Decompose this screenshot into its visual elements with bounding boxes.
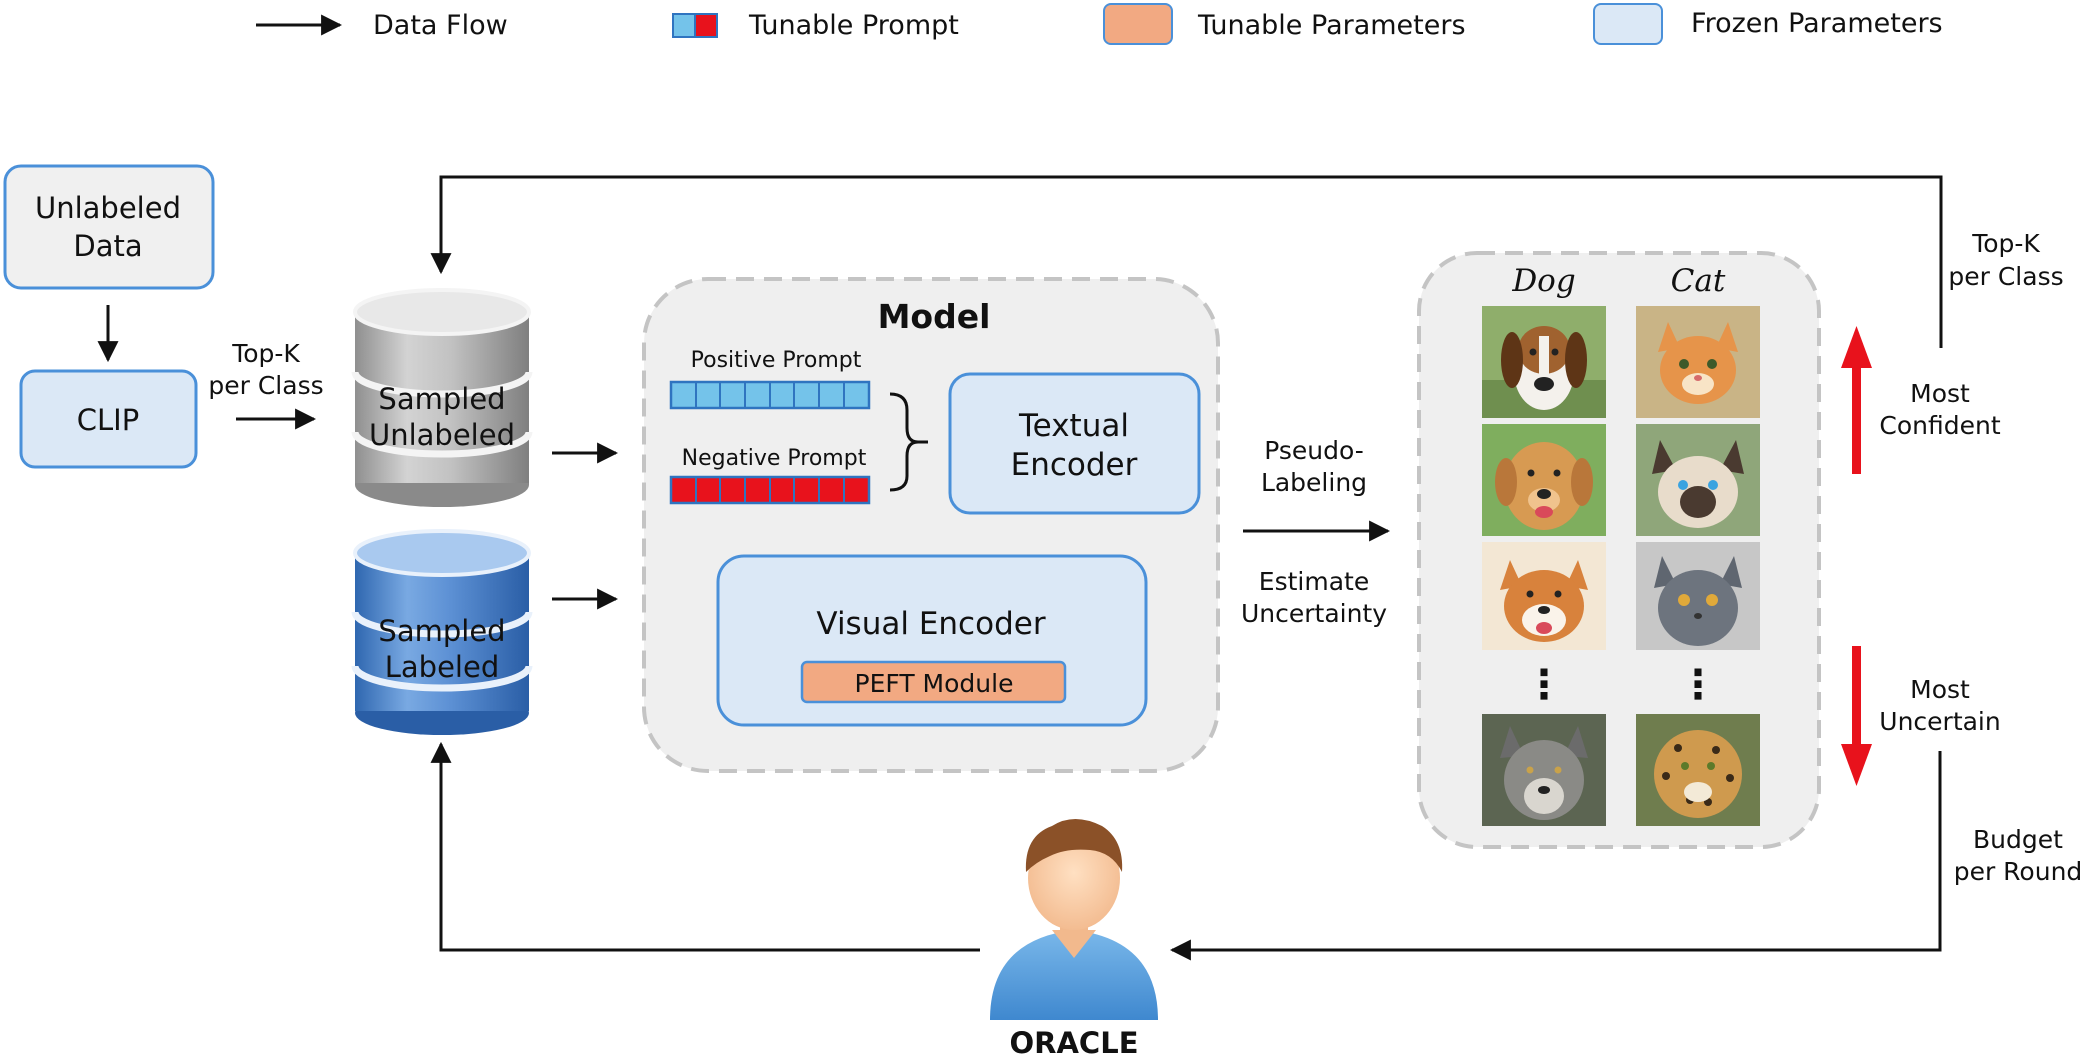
cat-image-siamese — [1636, 424, 1760, 536]
cat-image-leopard — [1636, 714, 1760, 826]
model-title: Model — [878, 297, 991, 336]
legend: Data Flow Tunable Prompt Tunable Paramet… — [256, 3, 1943, 45]
most-uncertain-label-line1: Most — [1910, 675, 1970, 704]
dog-column-header: Dog — [1511, 263, 1575, 299]
textual-encoder-label-line1: Textual — [1018, 408, 1129, 444]
clip-label: CLIP — [77, 403, 139, 437]
negative-prompt-bar — [669, 475, 871, 505]
arrow-uncertain-to-oracle — [1169, 751, 1942, 961]
budget-label-line2: per Round — [1954, 857, 2083, 886]
positive-prompt-label: Positive Prompt — [691, 348, 862, 373]
estimate-uncertainty-label-line2: Uncertainty — [1241, 599, 1387, 628]
legend-tunable-parameters-label: Tunable Parameters — [1197, 10, 1466, 41]
textual-encoder-label-line2: Encoder — [1011, 447, 1138, 483]
peft-module-box — [800, 660, 1067, 704]
sampled-unlabeled-label-line1: Sampled — [378, 382, 505, 416]
textual-encoder-box — [948, 372, 1201, 515]
dog-image-golden-retriever — [1482, 424, 1606, 536]
pseudo-labeling-label-line1: Pseudo- — [1264, 436, 1364, 465]
negative-prompt-label: Negative Prompt — [682, 446, 867, 471]
most-uncertain-label-line2: Uncertain — [1879, 707, 2000, 736]
arrow-topk-loop-to-unlabeled-db — [430, 175, 1943, 348]
left-topk-label-line1: Top-K — [231, 339, 300, 368]
estimate-uncertainty-label-line1: Estimate — [1259, 567, 1369, 596]
right-topk-label-line2: per Class — [1948, 262, 2063, 291]
budget-label-line1: Budget — [1973, 825, 2063, 854]
dog-image-shiba — [1482, 542, 1606, 650]
most-confident-label-line2: Confident — [1879, 411, 2000, 440]
dog-column-ellipsis: ⋮ — [1524, 662, 1564, 708]
oracle-person-icon — [990, 819, 1158, 1020]
left-topk-label-line2: per Class — [208, 371, 323, 400]
legend-frozen-parameters-label: Frozen Parameters — [1691, 8, 1943, 39]
visual-encoder-label: Visual Encoder — [816, 606, 1045, 642]
most-uncertain-arrow-icon — [1841, 646, 1872, 786]
dog-image-beagle — [1482, 306, 1606, 418]
sampled-labeled-label-line2: Labeled — [385, 650, 500, 684]
legend-data-flow-label: Data Flow — [373, 10, 508, 41]
legend-tunable-prompt-label: Tunable Prompt — [748, 10, 959, 41]
sampled-labeled-database-icon — [351, 529, 533, 735]
unlabeled-data-box — [3, 164, 215, 290]
arrow-oracle-to-labeled-db — [430, 741, 980, 952]
right-topk-label-line1: Top-K — [1971, 229, 2040, 258]
pseudo-labeling-label-line2: Labeling — [1261, 468, 1367, 497]
sampled-labeled-label-line1: Sampled — [378, 614, 505, 648]
peft-module-label: PEFT Module — [855, 669, 1014, 698]
most-confident-arrow-icon — [1841, 326, 1872, 474]
most-confident-label-line1: Most — [1910, 379, 1970, 408]
legend-tunable-parameters-swatch — [1103, 3, 1173, 45]
unlabeled-data-label-line1: Unlabeled — [35, 191, 181, 225]
sampled-unlabeled-database-icon — [351, 288, 533, 507]
dog-image-wolf — [1482, 714, 1606, 826]
positive-prompt-bar — [669, 380, 871, 410]
cat-column-ellipsis: ⋮ — [1678, 662, 1718, 708]
cat-image-orange-kitten — [1636, 306, 1760, 418]
legend-frozen-parameters-swatch — [1593, 3, 1663, 45]
sampled-unlabeled-label-line2: Unlabeled — [369, 418, 515, 452]
legend-tunable-prompt-icon — [672, 13, 718, 38]
unlabeled-data-label-line2: Data — [73, 229, 142, 263]
prompt-brace-icon — [889, 392, 928, 492]
oracle-label: ORACLE — [1010, 1026, 1139, 1060]
cat-image-grey — [1636, 542, 1760, 650]
clip-box — [19, 369, 198, 469]
cat-column-header: Cat — [1671, 263, 1726, 299]
